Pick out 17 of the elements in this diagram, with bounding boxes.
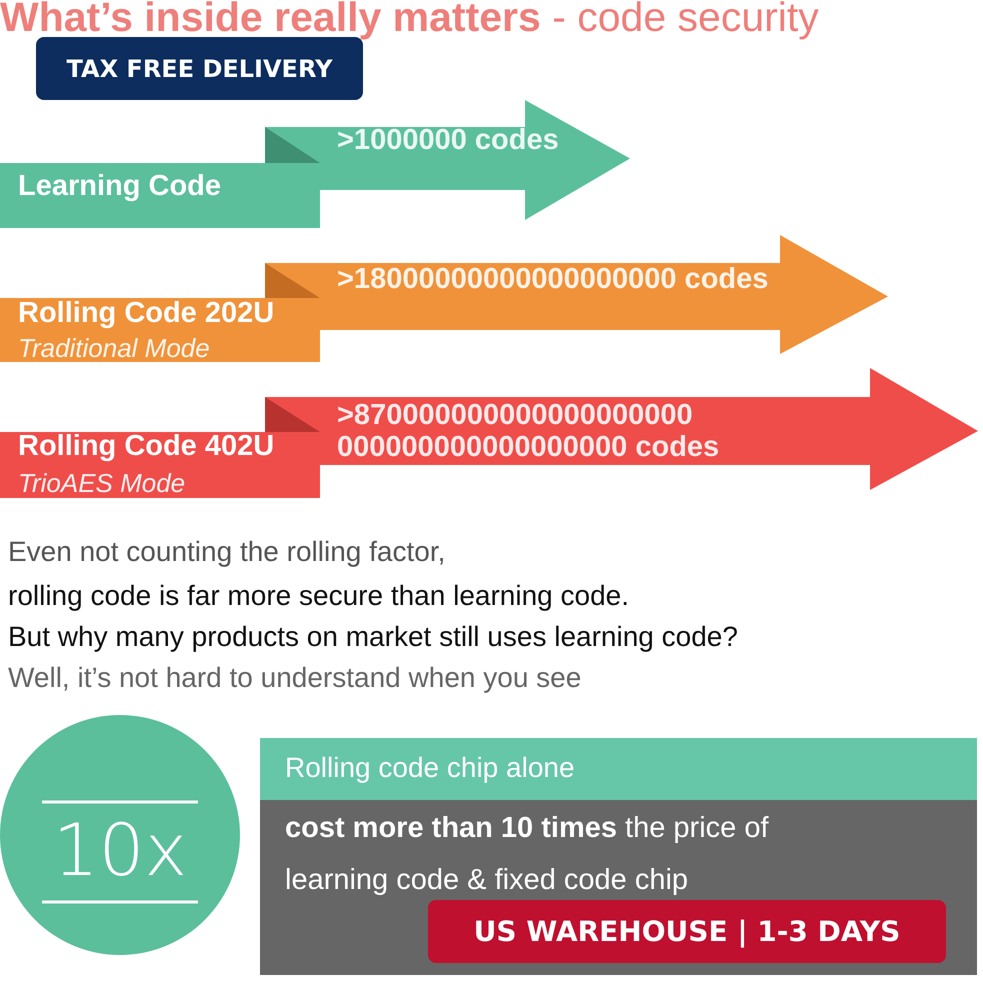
body-text: But why many products on market still uses learning code?	[8, 621, 738, 653]
mode-subtitle: Traditional Mode	[18, 333, 210, 364]
code-count: >1000000 codes	[337, 124, 560, 156]
body-text: rolling code is far more secure than learning code.	[8, 580, 630, 612]
body-text: Even not counting the rolling factor,	[8, 536, 446, 568]
promo-badge: US WAREHOUSE | 1-3 DAYS	[428, 900, 946, 963]
panel-text: cost more than 10 times the price of learning code & fixed code chip	[285, 811, 770, 898]
multiplier-text: 10x	[52, 807, 188, 894]
code-count: >18000000000000000000 codes	[337, 263, 770, 295]
info-panel	[260, 738, 977, 975]
code-count: >870000000000000000000 000000000000000000 codes	[337, 399, 720, 463]
body-text: Well, it’s not hard to understand when you see	[8, 662, 582, 694]
code-type-title: Rolling Code 202U	[18, 297, 274, 330]
code-type-title: Rolling Code 402U	[18, 430, 274, 463]
panel-heading: Rolling code chip alone	[260, 738, 977, 800]
code-type-title: Learning Code	[18, 170, 222, 203]
mode-subtitle: TrioAES Mode	[18, 468, 186, 499]
